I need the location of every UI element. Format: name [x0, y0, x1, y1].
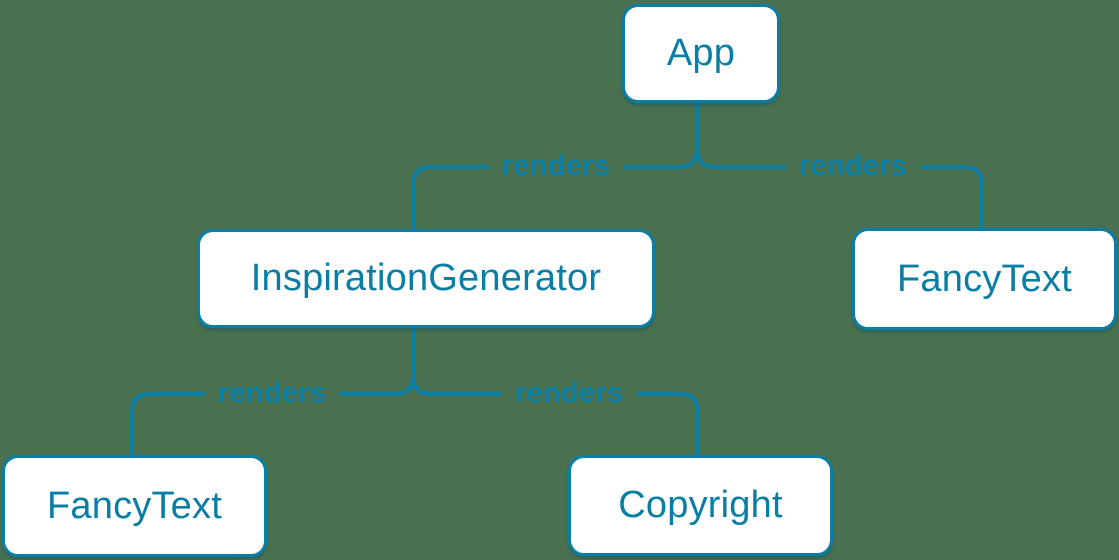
node-app: App [622, 4, 780, 103]
node-fancy-text-top: FancyText [852, 228, 1117, 330]
node-copyright: Copyright [568, 455, 833, 556]
edge-label-renders-app-inspirationgenerator: renders [488, 150, 624, 183]
node-fancy-text-bottom: FancyText [2, 455, 267, 557]
node-app-label: App [666, 32, 736, 74]
edge-label-renders-inspirationgenerator-copyright: renders [501, 377, 637, 410]
node-inspiration-generator: InspirationGenerator [197, 229, 655, 328]
edge-label-renders-inspirationgenerator-fancytext: renders [204, 377, 340, 410]
node-inspiration-generator-label: InspirationGenerator [250, 257, 602, 299]
edge-label-renders-app-fancytext: renders [785, 150, 921, 183]
node-fancy-text-bottom-label: FancyText [47, 484, 222, 527]
node-fancy-text-top-label: FancyText [897, 257, 1072, 300]
node-copyright-label: Copyright [618, 484, 783, 526]
